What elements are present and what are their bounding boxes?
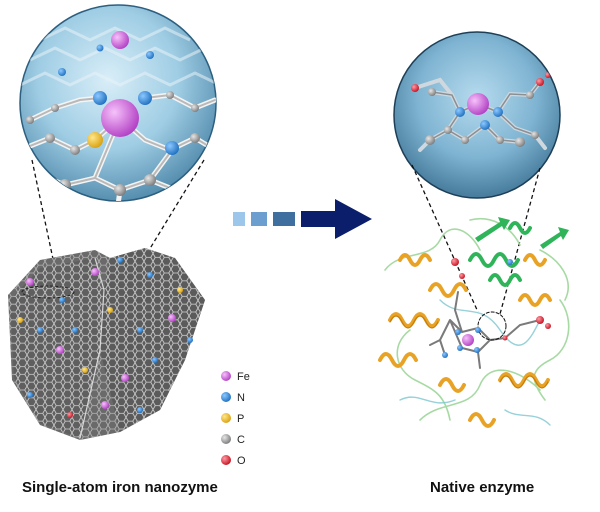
legend-label-n: N <box>237 392 245 404</box>
right-zoom-lines <box>411 164 541 315</box>
caption-native-enzyme: Native enzyme <box>430 479 535 496</box>
legend-item-p: P <box>221 413 244 425</box>
right-magnified-sphere <box>393 31 561 199</box>
fe-atom-icon <box>221 371 231 381</box>
legend-item-n: N <box>221 392 245 404</box>
legend-label-c: C <box>237 434 245 446</box>
transition-arrow <box>233 199 372 239</box>
enzyme-atoms <box>442 258 551 358</box>
legend-label-o: O <box>237 455 246 467</box>
legend-item-o: O <box>221 455 246 467</box>
legend-item-c: C <box>221 434 245 446</box>
native-enzyme-structure <box>378 217 570 428</box>
particle-atoms <box>17 257 193 418</box>
left-magnified-sphere <box>19 4 217 202</box>
c-atom-icon <box>221 434 231 444</box>
o-atom-icon <box>221 455 231 465</box>
nanozyme-particle <box>8 248 205 440</box>
legend-label-fe: Fe <box>237 371 250 383</box>
caption-single-atom-nanozyme: Single-atom iron nanozyme <box>22 479 218 496</box>
arrow-head-icon <box>301 199 372 239</box>
arrow-block-1 <box>233 212 245 226</box>
n-atom-icon <box>221 392 231 402</box>
legend-item-fe: Fe <box>221 371 250 383</box>
arrow-block-2 <box>251 212 267 226</box>
right-sphere-atoms <box>411 72 551 147</box>
atom-legend: Fe N P C O <box>221 371 250 467</box>
p-atom-icon <box>221 413 231 423</box>
legend-label-p: P <box>237 413 244 425</box>
arrow-block-3 <box>273 212 295 226</box>
